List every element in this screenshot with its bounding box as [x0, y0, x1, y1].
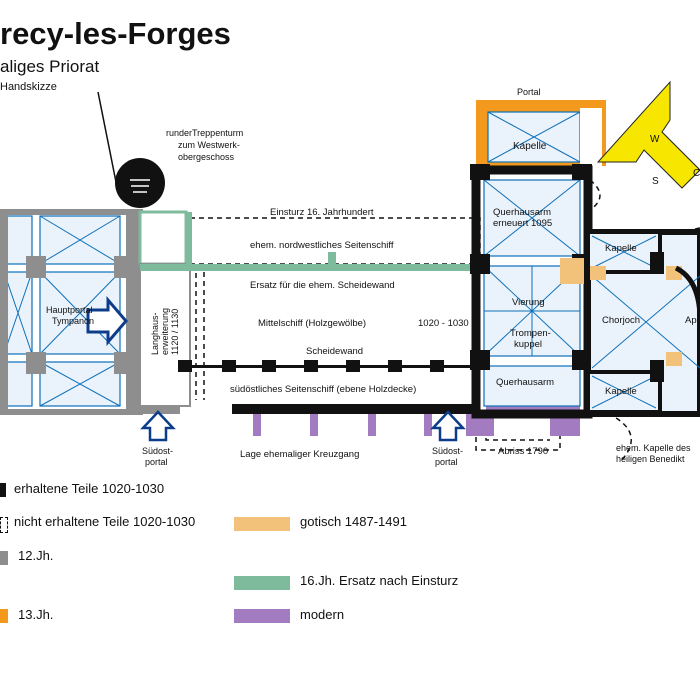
legend-swatch-modern	[234, 609, 290, 623]
se-portal-arrow-1	[140, 410, 176, 442]
label-nave-ext-1: Langhaus-	[150, 312, 160, 355]
legend-swatch-16jh	[234, 576, 290, 590]
tower-block	[138, 210, 188, 266]
label-divide-wall: Scheidewand	[306, 346, 363, 357]
stair-tower	[115, 158, 165, 208]
stair-steps	[130, 179, 150, 193]
page-subtitle: aliges Priorat	[0, 57, 100, 76]
label-stair-tower-3: obergeschoss	[178, 152, 235, 162]
sketch-note: Handskizze	[0, 81, 57, 93]
label-stair-tower-2: zum Westwerk-	[178, 140, 240, 150]
label-nave-ext-2: erweiterung	[160, 308, 170, 355]
label-apse-partial: Ap	[685, 315, 697, 326]
legend-gothic: gotisch 1487-1491	[300, 514, 407, 529]
label-cloister: Lage ehemaliger Kreuzgang	[240, 449, 359, 460]
legend-12jh: 12.Jh.	[18, 548, 54, 563]
label-collapse: Einsturz 16. Jahrhundert	[270, 207, 374, 218]
legend-swatch-13jh	[0, 609, 8, 623]
label-se-aisle: südöstliches Seitenschiff (ebene Holzdec…	[230, 384, 416, 395]
legend-swatch-gothic	[234, 517, 290, 531]
legend-swatch-12jh	[0, 551, 8, 565]
main-portal-arrow	[86, 295, 128, 347]
label-benedikt-1: ehem. Kapelle des	[616, 443, 691, 453]
label-benedikt-2: heiligen Benedikt	[616, 454, 685, 464]
label-crossing: Vierung	[512, 297, 545, 308]
label-main-portal-1: Hauptportal	[46, 305, 93, 315]
legend-13jh: 13.Jh.	[18, 607, 54, 622]
label-replacement-wall: Ersatz für die ehem. Scheidewand	[250, 280, 395, 291]
scheidewand-blocks	[178, 360, 444, 372]
replacement-wall-16jh	[140, 212, 480, 271]
compass-arrow	[596, 80, 700, 189]
label-transept-n-2: erneuert 1095	[493, 218, 552, 229]
label-transept-s: Querhausarm	[496, 377, 554, 388]
legend-romanesque: erhaltene Teile 1020-1030	[14, 481, 165, 496]
label-se-portal-2-a: Südost-	[432, 446, 463, 456]
south-wall	[232, 404, 480, 414]
label-main-portal-2: Tympanon	[52, 316, 94, 326]
label-transept-n-1: Querhausarm	[493, 207, 551, 218]
se-portal-arrow-2	[430, 410, 466, 442]
label-se-portal-2-b: portal	[435, 457, 458, 467]
label-demolition: Abriss 1790	[498, 446, 548, 457]
compass-s: S	[652, 176, 659, 187]
label-nave: Mittelschiff (Holzgewölbe)	[258, 318, 366, 329]
choir-chapels	[585, 229, 700, 417]
label-squinch-1: Trompen-	[510, 328, 551, 339]
compass-w: W	[650, 134, 660, 145]
legend-swatch-romanesque	[0, 483, 6, 497]
scheidewand-piers	[190, 365, 480, 368]
label-kapelle-n: Kapelle	[605, 243, 637, 254]
pointer-line	[97, 91, 117, 183]
label-kapelle-top: Kapelle	[513, 141, 547, 152]
label-se-portal-1-a: Südost-	[142, 446, 173, 456]
legend-modern: modern	[300, 607, 345, 622]
label-squinch-2: kuppel	[514, 339, 542, 350]
legend-swatch-lost	[0, 517, 8, 533]
page-title: recy-les-Forges	[0, 16, 231, 51]
legend-16jh: 16.Jh. Ersatz nach Einsturz	[300, 573, 459, 588]
label-nave-date: 1020 - 1030	[418, 318, 469, 329]
label-choir: Chorjoch	[602, 315, 640, 326]
label-nave-ext-3: 1120 / 1130	[170, 309, 180, 355]
legend-lost: nicht erhaltene Teile 1020-1030	[14, 514, 196, 529]
label-nw-aisle: ehem. nordwestliches Seitenschiff	[250, 240, 394, 251]
compass-c: C	[693, 168, 700, 179]
label-stair-tower-1: runderTreppenturm	[166, 128, 243, 138]
label-portal-north: Portal	[517, 87, 541, 97]
label-se-portal-1-b: portal	[145, 457, 168, 467]
north-chapel	[476, 100, 606, 166]
label-kapelle-s: Kapelle	[605, 386, 637, 397]
church-floor-plan: W S C Portal Kapelle runderTreppenturm z…	[0, 80, 700, 467]
